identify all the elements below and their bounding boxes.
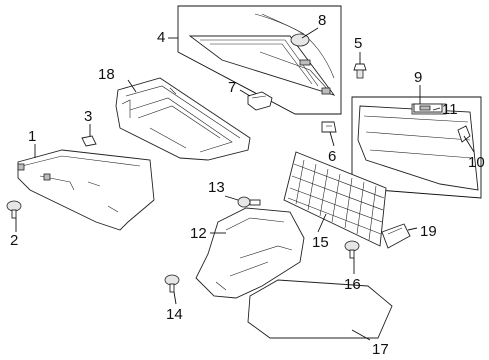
callout-9: 9 [414,69,422,86]
part-5-bolt [353,63,367,79]
part-19-bracket [381,223,411,249]
part-16-push-pin [344,240,360,259]
callout-11: 11 [442,101,458,118]
part-18-package-tray [115,77,251,161]
part-1-trim-panel [17,149,155,231]
callout-3: 3 [84,108,92,125]
part-8-cargo-cover-mechanism [188,13,336,96]
callout-16: 16 [344,276,361,293]
detail-box-4 [177,5,342,115]
part-10-hook [457,125,471,143]
part-11-latch [413,103,443,113]
callout-labels: 1 2 3 4 5 6 7 8 9 10 11 12 13 14 15 16 1… [10,12,485,358]
part-6-clip [321,121,337,133]
callout-8: 8 [318,12,326,29]
detail-box-9 [351,96,482,199]
callout-4: 4 [157,29,165,46]
callout-15: 15 [312,234,329,251]
callout-12: 12 [190,225,207,242]
callout-5: 5 [354,35,362,52]
part-2-push-pin [6,200,22,219]
part-7-bracket [247,91,273,111]
callout-6: 6 [328,148,336,165]
part-12-quarter-trim [195,207,305,299]
leader-lines [15,27,475,341]
callout-2: 2 [10,232,18,249]
callout-17: 17 [372,341,389,358]
callout-19: 19 [420,223,437,240]
callout-18: 18 [98,66,115,83]
part-17-floor-mat [247,279,393,339]
callout-7: 7 [228,79,236,96]
callout-13: 13 [208,179,225,196]
callout-14: 14 [166,306,183,323]
part-3-clip [81,135,97,147]
part-14-push-pin [164,274,180,293]
callout-10: 10 [468,154,485,171]
part-9-rear-panel [357,103,479,191]
part-13-bolt [237,196,261,208]
part-15-cargo-net [283,151,387,247]
callout-1: 1 [28,128,36,145]
